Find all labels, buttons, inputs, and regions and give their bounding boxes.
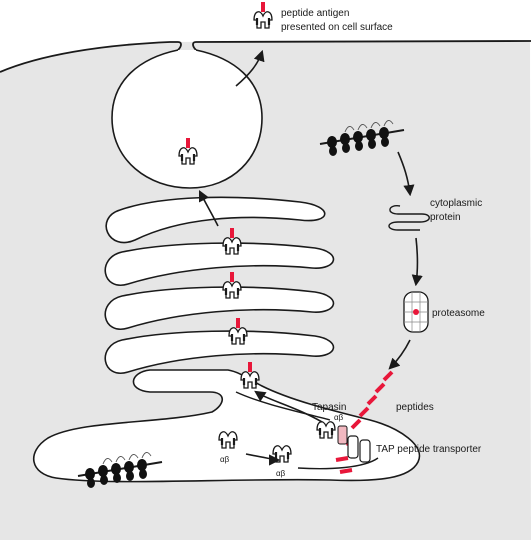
label-surface-line1: peptide antigen (281, 8, 349, 19)
label-surface-line2: presented on cell surface (281, 22, 393, 33)
label-tapasin: Tapasin (312, 402, 346, 413)
mhc-molecule-surface (254, 12, 272, 28)
label-alpha-beta-left: αβ (220, 455, 230, 464)
label-alpha-beta-right: αβ (276, 469, 286, 478)
label-peptides: peptides (396, 402, 434, 413)
label-alpha-beta-tapasin: αβ (334, 413, 344, 422)
tapasin-icon (338, 426, 347, 444)
proteasome-icon (404, 292, 428, 332)
label-proteasome: proteasome (432, 308, 485, 319)
secretory-vesicle (112, 50, 262, 188)
label-cytoplasmic-line2: protein (430, 212, 461, 223)
label-tap-transporter: TAP peptide transporter (376, 444, 482, 455)
label-cytoplasmic-line1: cytoplasmic (430, 198, 482, 209)
